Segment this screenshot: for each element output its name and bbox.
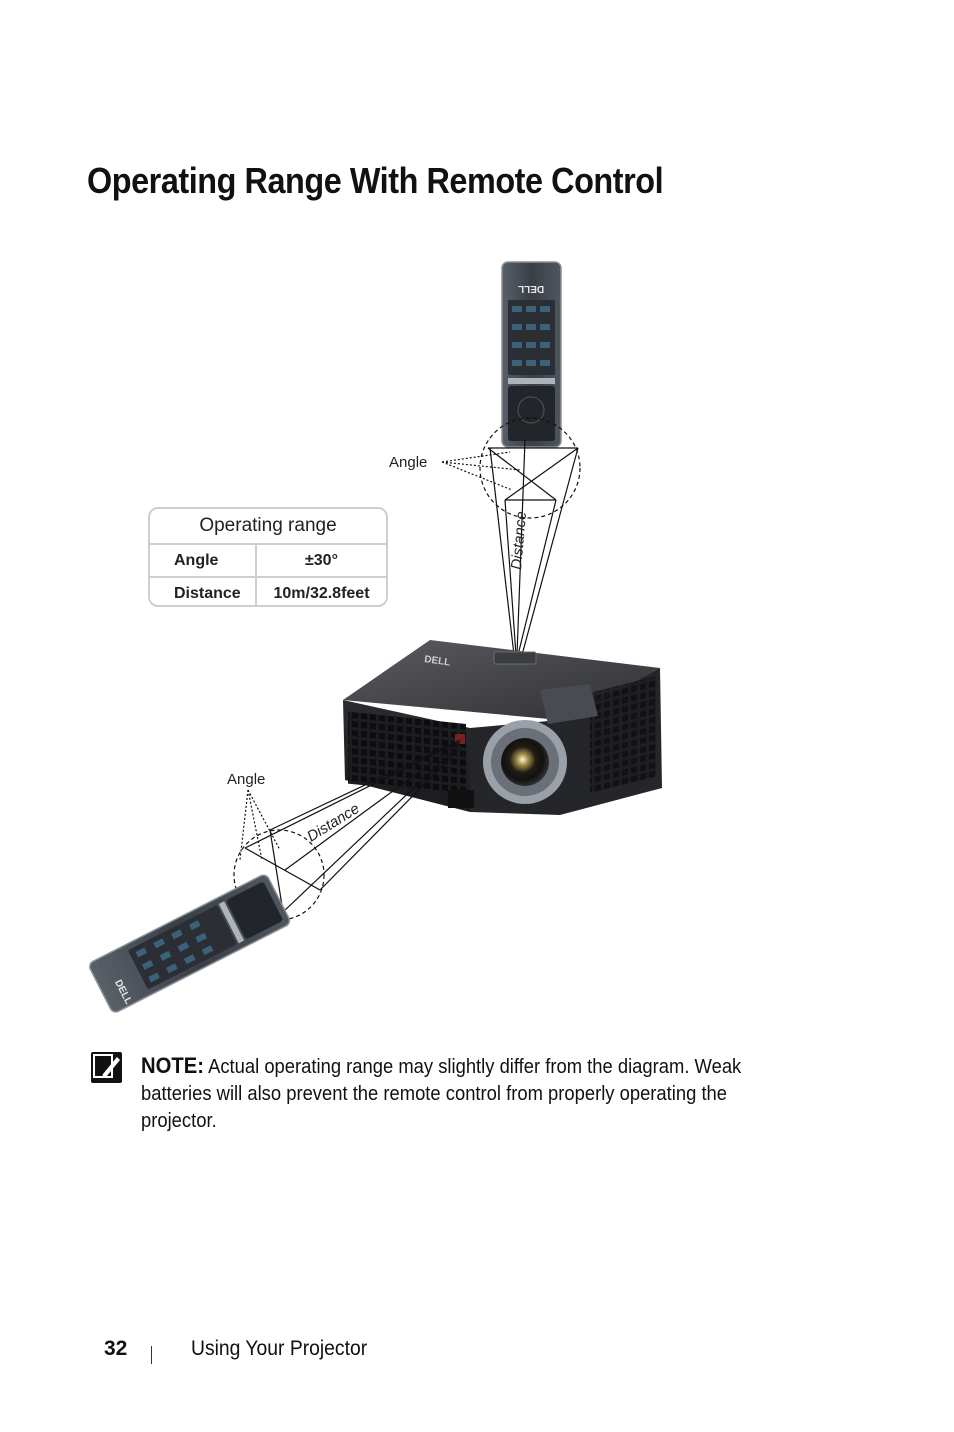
angle-label-top: Angle xyxy=(389,454,427,471)
note-paragraph: NOTE: Actual operating range may slightl… xyxy=(141,1052,748,1135)
note-label: NOTE: xyxy=(141,1053,204,1078)
page-title: Operating Range With Remote Control xyxy=(87,160,664,201)
note-body: Actual operating range may slightly diff… xyxy=(141,1056,742,1132)
top-remote-logo: DELL xyxy=(518,283,544,294)
angle-label-bottom: Angle xyxy=(227,771,265,788)
top-remote: DELL xyxy=(501,261,562,448)
projector-logo: DELL xyxy=(424,654,451,669)
footer-section-title: Using Your Projector xyxy=(191,1337,368,1360)
range-distance-value: 10m/32.8feet xyxy=(273,585,370,602)
note-pencil-icon xyxy=(91,1052,122,1083)
operating-range-title: Operating range xyxy=(150,509,386,545)
bottom-remote: DELL xyxy=(89,874,291,1013)
range-distance-label: Distance xyxy=(150,578,257,605)
range-angle-label: Angle xyxy=(150,545,257,576)
distance-label-bottom: Distance xyxy=(304,800,363,845)
distance-label-top: Distance xyxy=(508,511,530,571)
footer-divider xyxy=(151,1346,152,1364)
range-angle-value: ±30° xyxy=(305,552,338,569)
table-row: Distance 10m/32.8feet xyxy=(150,576,386,605)
table-row: Angle ±30° xyxy=(150,545,386,576)
top-signal-beam xyxy=(441,417,581,656)
page-number: 32 xyxy=(104,1337,128,1360)
projector: DELL xyxy=(343,640,662,815)
operating-range-table: Operating range Angle ±30° Distance 10m/… xyxy=(148,507,388,607)
